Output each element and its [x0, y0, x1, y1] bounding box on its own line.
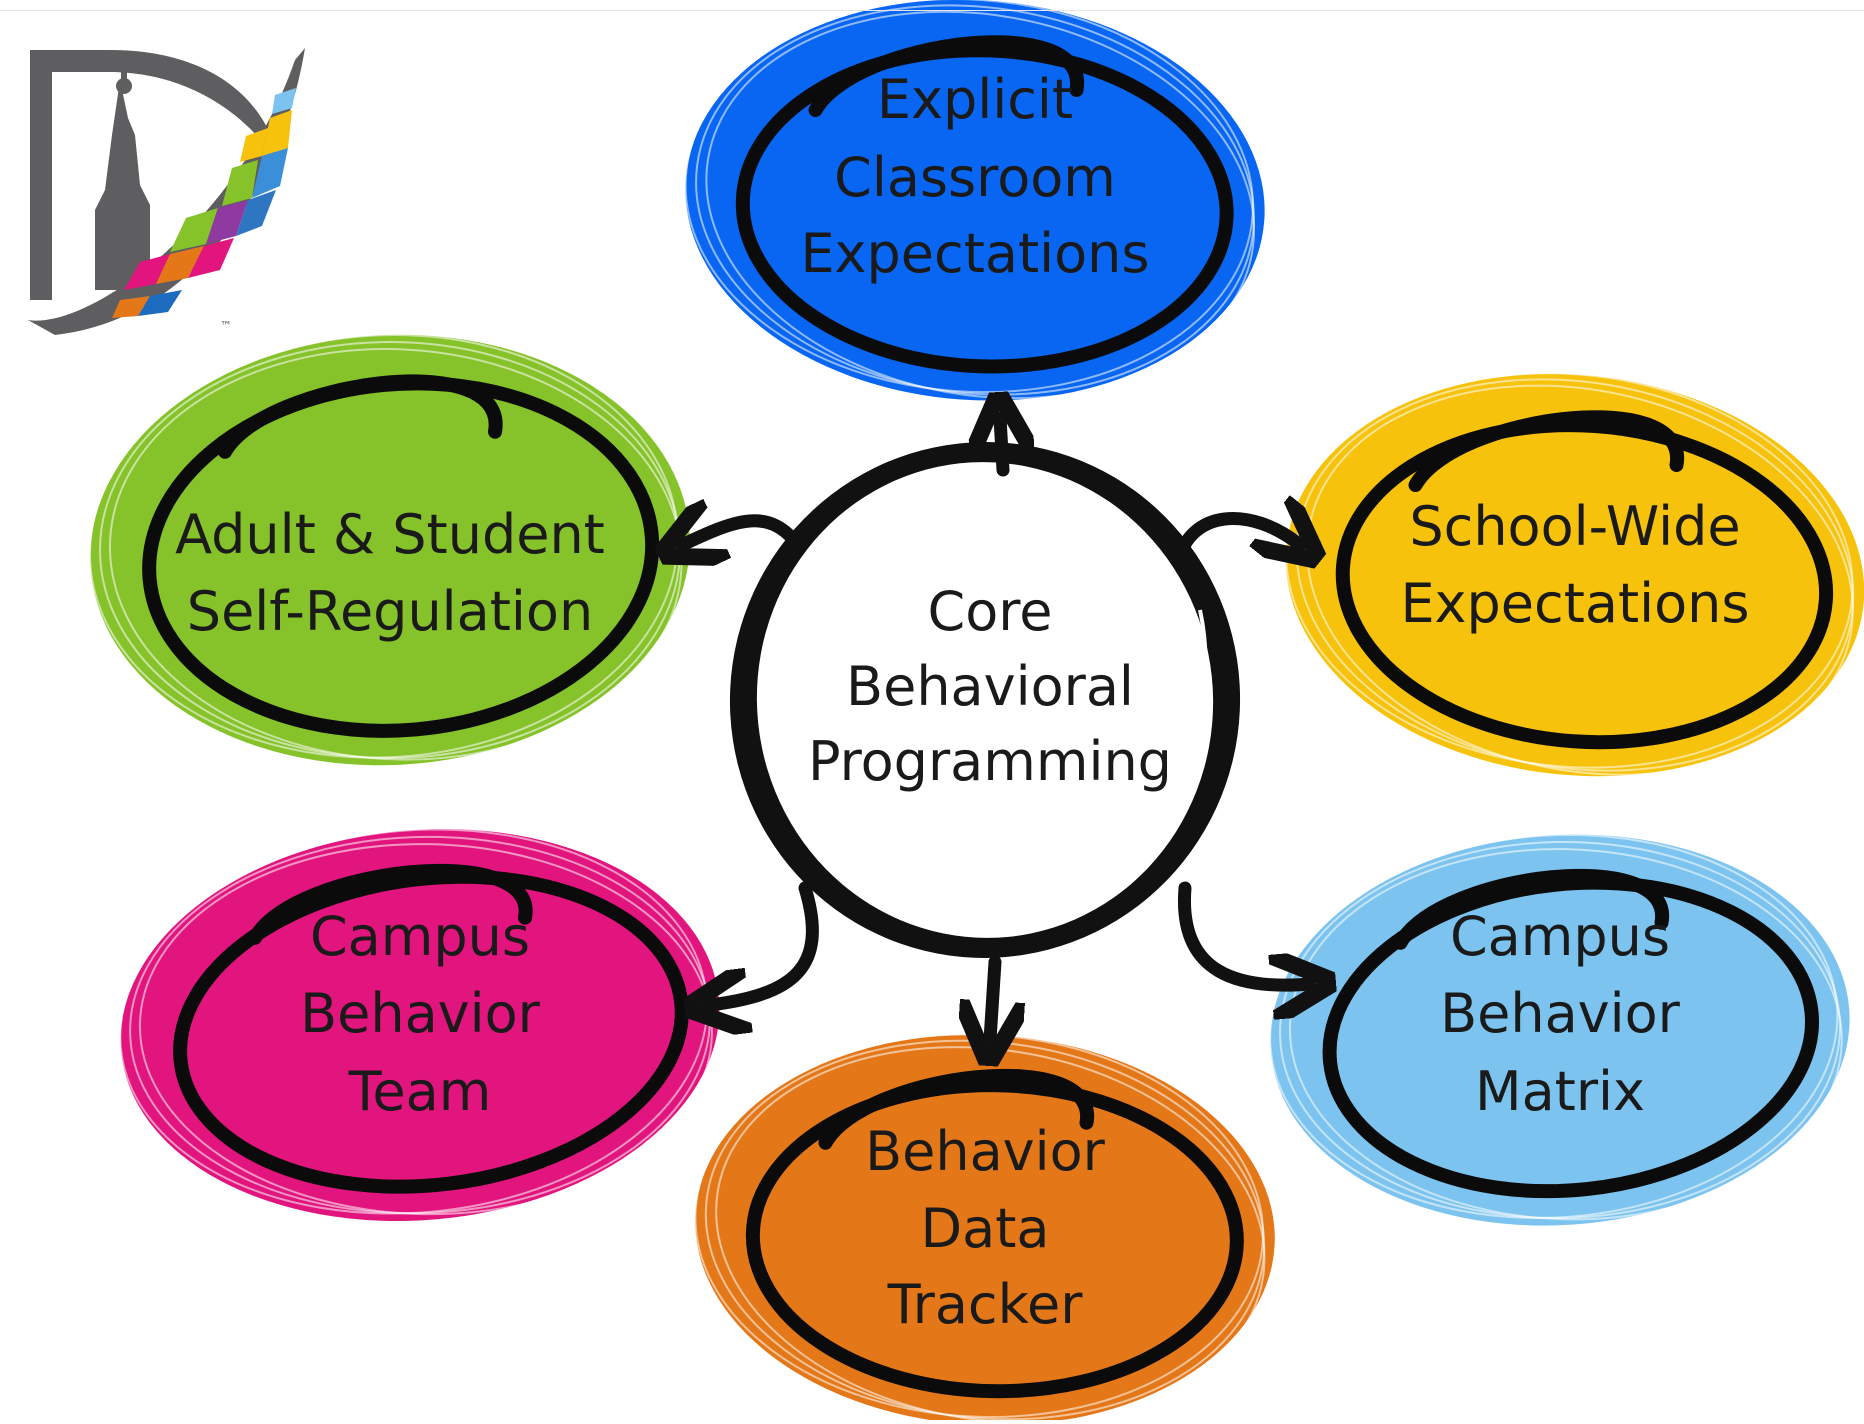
connector-arrows [682, 418, 1310, 1040]
node-label-line: Campus [1450, 905, 1670, 968]
node-label-line: Expectations [800, 222, 1149, 285]
node-label-line: Team [348, 1060, 492, 1123]
center-line-2: Behavioral [846, 655, 1134, 718]
arrow-to-self-regulation [682, 521, 807, 548]
arrow-to-matrix [1178, 881, 1310, 985]
node-label-line: Behavior [865, 1120, 1106, 1183]
node-scribble-flourish [818, 1068, 1094, 1150]
node-label-line: Explicit [877, 68, 1073, 131]
node-label-line: Data [921, 1197, 1050, 1260]
node-brush-streak [695, 4, 1255, 396]
node-label-line: Adult & Student [175, 503, 605, 566]
node-brush-streak [1288, 848, 1843, 1221]
node-label-line: Matrix [1475, 1060, 1645, 1123]
center-line-3: Programming [808, 730, 1172, 793]
node-brush-streak [705, 10, 1256, 400]
node-label-line: Expectations [1400, 572, 1749, 635]
node-label-line: Behavior [1440, 982, 1681, 1045]
node-scribble-flourish [218, 374, 503, 459]
node-scribble-ring [735, 43, 1234, 374]
node-scribble-flourish [248, 863, 533, 945]
node-color-blob [685, 0, 1265, 401]
center-line-1: Core [928, 580, 1053, 643]
arrow-to-explicit [1000, 418, 1003, 477]
node-brush-streak [108, 348, 683, 761]
arrow-to-team [710, 881, 819, 1005]
node-scribble-ring [1335, 418, 1834, 750]
node-label-line: Self-Regulation [187, 580, 593, 643]
node-label-line: Classroom [834, 146, 1116, 209]
node-scribble-flourish [808, 35, 1084, 117]
node-scribble-ring [745, 1078, 1244, 1399]
node-scribble-ring [1322, 875, 1819, 1199]
node-label-line: Behavior [300, 982, 541, 1045]
district-logo-icon: ™ [28, 48, 305, 335]
arrow-to-school-wide [1171, 519, 1300, 562]
node-label-line: Campus [310, 905, 530, 968]
node-scribble-flourish [1408, 410, 1684, 492]
node-scribble-flourish [1393, 868, 1669, 950]
trademark-label: ™ [220, 319, 232, 333]
top-divider [0, 10, 1864, 11]
arrow-to-data-tracker [990, 955, 995, 1040]
center-node: Core Behavioral Programming [729, 442, 1241, 958]
node-label-line: School-Wide [1409, 495, 1740, 558]
node-label-line: Tracker [887, 1273, 1084, 1336]
